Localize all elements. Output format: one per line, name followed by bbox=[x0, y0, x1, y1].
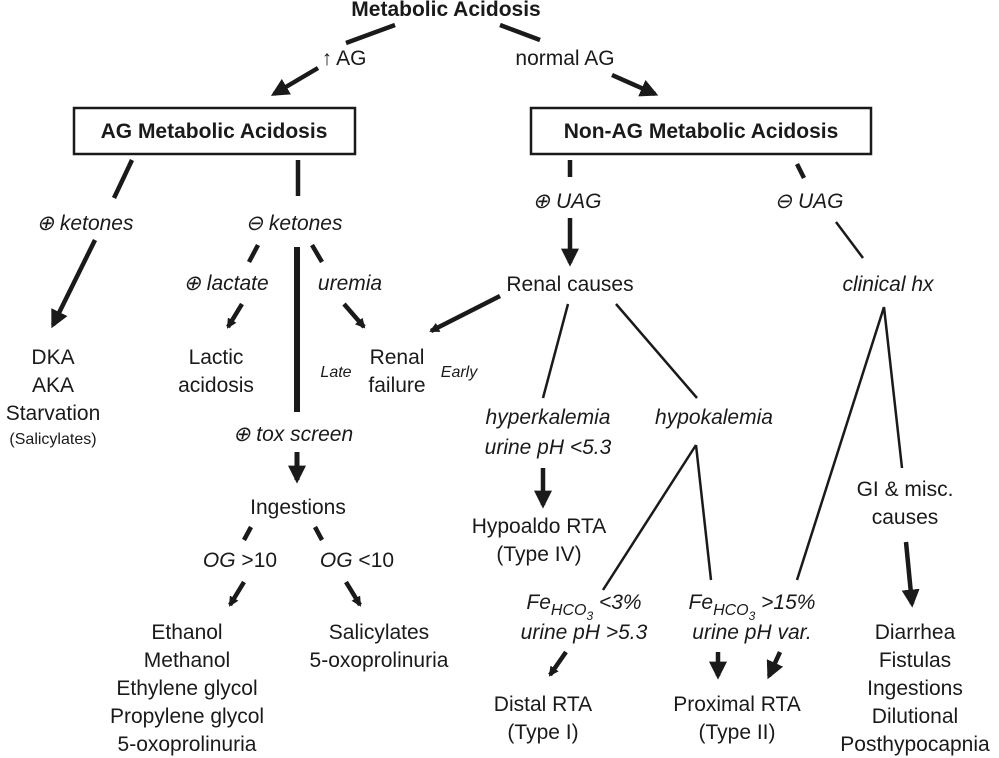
distal-line-0: Distal RTA bbox=[494, 693, 592, 716]
neg-uag-to-clinical-line bbox=[835, 221, 864, 259]
ketone-cause-0: DKA bbox=[31, 346, 74, 369]
neg-ketones-to-uremia-line bbox=[310, 243, 324, 264]
ketone-cause-1: AKA bbox=[32, 374, 74, 397]
og-high-cause-2: Ethylene glycol bbox=[116, 677, 257, 700]
hyperkalemia-ph-label: urine pH <5.3 bbox=[485, 436, 612, 459]
ketone-cause-2: Starvation bbox=[6, 402, 101, 425]
hypoaldo-line-0: Hypoaldo RTA bbox=[472, 515, 607, 538]
og-low-label: OG <10 bbox=[320, 549, 394, 572]
gi-cause-4: Posthypocapnia bbox=[840, 733, 990, 756]
renal-causes-label: Renal causes bbox=[506, 273, 633, 296]
gi-arrow bbox=[901, 541, 920, 608]
clinical-hx-label: clinical hx bbox=[842, 273, 935, 296]
lactic-line-1: acidosis bbox=[178, 374, 254, 397]
connectors bbox=[50, 22, 920, 680]
ketone-cause-note: (Salicylates) bbox=[9, 431, 96, 448]
proximal-line-1: (Type II) bbox=[698, 721, 775, 744]
neg-uag-label: ⊖ UAG bbox=[775, 190, 844, 213]
neg-ketones-to-lactate-line bbox=[247, 243, 260, 264]
clinical-to-proximal-line bbox=[795, 306, 886, 581]
ingestions-label: Ingestions bbox=[250, 496, 346, 519]
hyperkalemia-label: hyperkalemia bbox=[486, 406, 611, 429]
pos-uag-label: ⊕ UAG bbox=[533, 190, 602, 213]
pos-lactate-label: ⊕ lactate bbox=[183, 272, 268, 295]
gi-line-1: causes bbox=[872, 506, 939, 529]
distal-line-1: (Type I) bbox=[507, 721, 578, 744]
proximal-line-0: Proximal RTA bbox=[673, 693, 801, 716]
fe-high-label: FeHCO3 >15% bbox=[689, 591, 816, 623]
hypokalemia-to-fe-high-line bbox=[694, 444, 713, 581]
nonag-to-neg-uag-line bbox=[794, 162, 807, 180]
lactate-arrow bbox=[226, 302, 244, 329]
lactic-line-0: Lactic bbox=[189, 346, 244, 369]
nonag-box bbox=[529, 106, 873, 156]
og-high-cause-1: Methanol bbox=[144, 649, 230, 672]
uremia-label: uremia bbox=[318, 272, 382, 295]
tox-screen-label: ⊕ tox screen bbox=[233, 423, 353, 446]
title-to-high-ag-line bbox=[345, 22, 396, 46]
high-ag-arrow bbox=[270, 66, 320, 96]
renal-failure-line-0: Renal bbox=[370, 346, 425, 369]
early-label: Early bbox=[441, 364, 478, 381]
hypokalemia-label: hypokalemia bbox=[655, 406, 773, 429]
ag-to-pos-ketones-line bbox=[111, 159, 135, 199]
up-arrow-icon: ↑ bbox=[322, 47, 333, 70]
gi-cause-1: Fistulas bbox=[879, 649, 951, 672]
pos-ketones-arrow bbox=[50, 239, 98, 329]
og-low-arrow bbox=[344, 580, 362, 607]
og-high-arrow bbox=[228, 580, 246, 607]
og-high-cause-4: 5-oxoprolinuria bbox=[118, 733, 257, 756]
renal-causes-to-renal-failure-arrow bbox=[429, 293, 502, 334]
uremia-arrow bbox=[342, 302, 366, 329]
renal-failure-line-1: failure bbox=[368, 374, 425, 397]
fe-low-ph-label: urine pH >5.3 bbox=[521, 621, 648, 644]
neg-ketones-label: ⊖ ketones bbox=[246, 212, 343, 235]
gi-cause-3: Dilutional bbox=[872, 705, 958, 728]
hypokalemia-to-fe-low-line bbox=[601, 444, 698, 591]
fe-high-ph-label: urine pH var. bbox=[692, 621, 811, 644]
high-ag-label: ↑AG bbox=[322, 47, 367, 70]
title-to-normal-ag-line bbox=[499, 22, 541, 43]
og-low-cause-0: Salicylates bbox=[329, 621, 429, 644]
renal-causes-to-hyperkalemia-line bbox=[541, 303, 570, 399]
pos-ketones-label: ⊕ ketones bbox=[37, 212, 134, 235]
ingestions-to-og-high-line bbox=[242, 525, 253, 542]
late-label: Late bbox=[320, 364, 351, 381]
og-high-cause-3: Propylene glycol bbox=[110, 705, 264, 728]
ag-box bbox=[72, 106, 357, 156]
fe-low-label: FeHCO3 <3% bbox=[526, 591, 641, 623]
og-low-cause-1: 5-oxoprolinuria bbox=[310, 649, 449, 672]
og-high-label: OG >10 bbox=[203, 549, 277, 572]
nonag-box-title: Non-AG Metabolic Acidosis bbox=[564, 120, 839, 143]
diagram-title: Metabolic Acidosis bbox=[351, 0, 540, 21]
clinical-proximal-arrow bbox=[766, 651, 784, 680]
fe-low-arrow bbox=[548, 650, 568, 677]
hypoaldo-line-1: (Type IV) bbox=[496, 543, 581, 566]
og-high-cause-0: Ethanol bbox=[151, 621, 222, 644]
gi-cause-0: Diarrhea bbox=[875, 621, 956, 644]
clinical-to-gi-line bbox=[882, 306, 904, 469]
normal-ag-label: normal AG bbox=[515, 47, 614, 70]
gi-cause-2: Ingestions bbox=[867, 677, 963, 700]
gi-line-0: GI & misc. bbox=[857, 478, 954, 501]
normal-ag-arrow bbox=[611, 72, 659, 97]
renal-causes-to-hypokalemia-line bbox=[615, 303, 698, 399]
ag-box-title: AG Metabolic Acidosis bbox=[101, 120, 328, 143]
ingestions-to-og-low-line bbox=[313, 525, 324, 542]
